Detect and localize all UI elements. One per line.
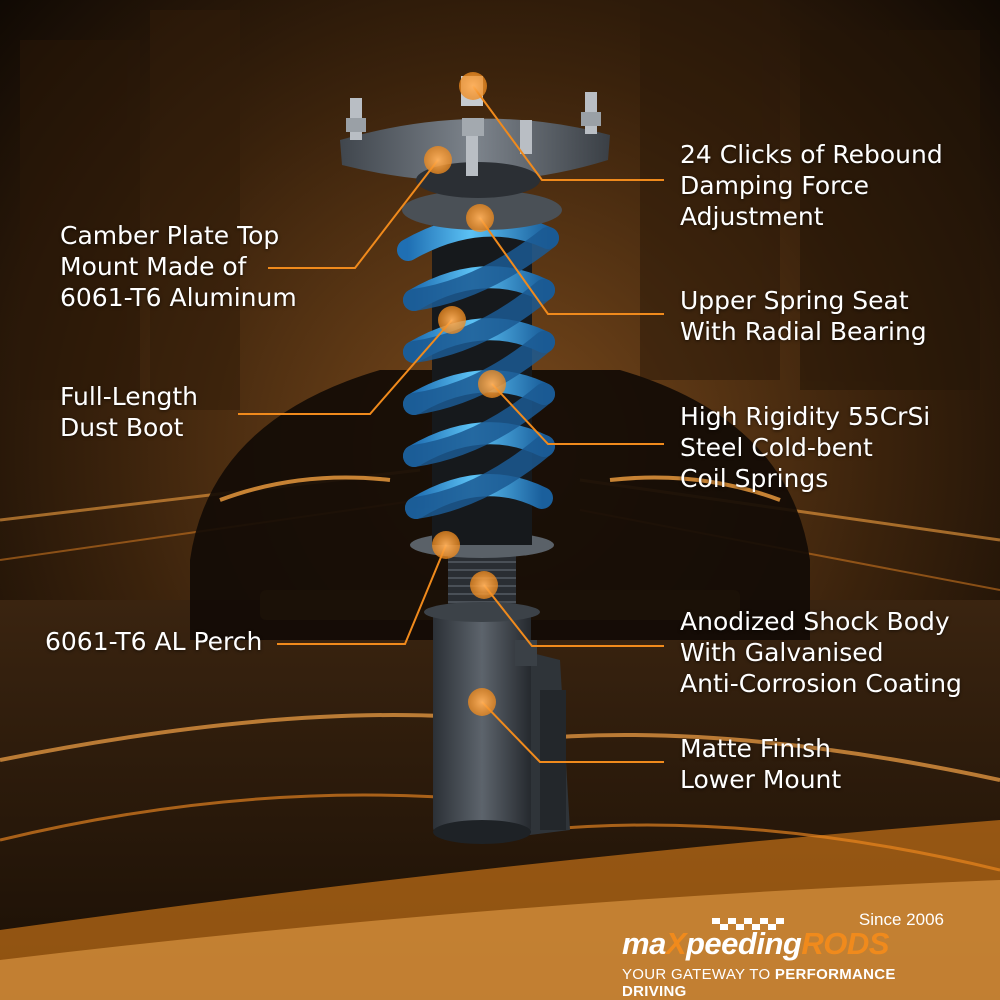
callout-coil-springs-line-3: Coil Springs (680, 464, 829, 493)
brand-name-x: X (665, 926, 687, 961)
callout-lower-mount-line-2: Lower Mount (680, 765, 842, 794)
brand-name-suffix: RODS (801, 926, 889, 961)
leader-coil-springs (491, 383, 664, 445)
brand-name: maXpeedingRODS (622, 926, 889, 962)
leader-perch (277, 544, 447, 645)
callout-shock-body-line-2: With Galvanised (680, 638, 884, 667)
dot-coil-springs (478, 370, 506, 398)
callout-camber-line-1: Camber Plate Top (60, 221, 280, 250)
callout-spring-seat-line-1: Upper Spring Seat (680, 286, 909, 315)
checkered-flag-icon (712, 918, 784, 930)
callout-camber-line-2: Mount Made of (60, 252, 247, 281)
leader-dust-boot (238, 319, 453, 415)
orange-glow-band (0, 820, 1000, 1000)
leader-rebound (472, 85, 664, 181)
callout-shock-body: Anodized Shock Body With Galvanised Anti… (680, 606, 962, 699)
leader-shock-body (483, 584, 664, 647)
callout-rebound-line-2: Damping Force (680, 171, 870, 200)
dot-rebound (459, 72, 487, 100)
callout-camber-line-3: 6061-T6 Aluminum (60, 283, 297, 312)
callout-lower-mount: Matte Finish Lower Mount (680, 733, 841, 795)
callout-perch: 6061-T6 AL Perch (45, 626, 262, 657)
dot-dust-boot (438, 306, 466, 334)
callout-camber: Camber Plate Top Mount Made of 6061-T6 A… (60, 220, 297, 313)
shock-body (433, 610, 531, 835)
callout-leaders (238, 85, 664, 763)
callout-dust-boot-line-2: Dust Boot (60, 413, 184, 442)
callout-shock-body-line-3: Anti-Corrosion Coating (680, 669, 962, 698)
dot-shock-body (470, 571, 498, 599)
callout-dust-boot-line-1: Full-Length (60, 382, 199, 411)
callout-rebound-line-3: Adjustment (680, 202, 824, 231)
brand-name-prefix: ma (622, 926, 666, 961)
callout-spring-seat: Upper Spring Seat With Radial Bearing (680, 285, 927, 347)
dot-lower-mount (468, 688, 496, 716)
callout-perch-line-1: 6061-T6 AL Perch (45, 627, 263, 656)
callout-lower-mount-line-1: Matte Finish (680, 734, 831, 763)
callout-spring-seat-line-2: With Radial Bearing (680, 317, 927, 346)
callout-rebound-line-1: 24 Clicks of Rebound (680, 140, 943, 169)
dot-camber (424, 146, 452, 174)
brand-tagline-bold: PERFORMANCE DRIVING (622, 966, 896, 1000)
dot-perch (432, 531, 460, 559)
brand-tagline-plain: YOUR GATEWAY TO (622, 966, 775, 983)
leader-camber (268, 159, 439, 269)
leader-lower-mount (481, 701, 664, 763)
brand-since: Since 2006 (858, 910, 944, 929)
callout-coil-springs-line-2: Steel Cold-bent (680, 433, 873, 462)
dot-spring-seat (466, 204, 494, 232)
callout-shock-body-line-1: Anodized Shock Body (680, 607, 950, 636)
mount-studs (346, 92, 601, 176)
brand-tagline: YOUR GATEWAY TO PERFORMANCE DRIVING (622, 966, 952, 1000)
callout-coil-springs: High Rigidity 55CrSi Steel Cold-bent Coi… (680, 401, 930, 494)
city-skyline (20, 0, 980, 410)
brand-logo: Since 2006 maXpeedingRODS YOUR GATEWAY T… (622, 910, 952, 1000)
callout-dots (424, 72, 506, 716)
callout-coil-springs-line-1: High Rigidity 55CrSi (680, 402, 931, 431)
callout-rebound: 24 Clicks of Rebound Damping Force Adjus… (680, 139, 943, 232)
callout-dust-boot: Full-Length Dust Boot (60, 381, 198, 443)
brand-name-middle: peeding (686, 926, 802, 961)
leader-spring-seat (479, 217, 664, 315)
